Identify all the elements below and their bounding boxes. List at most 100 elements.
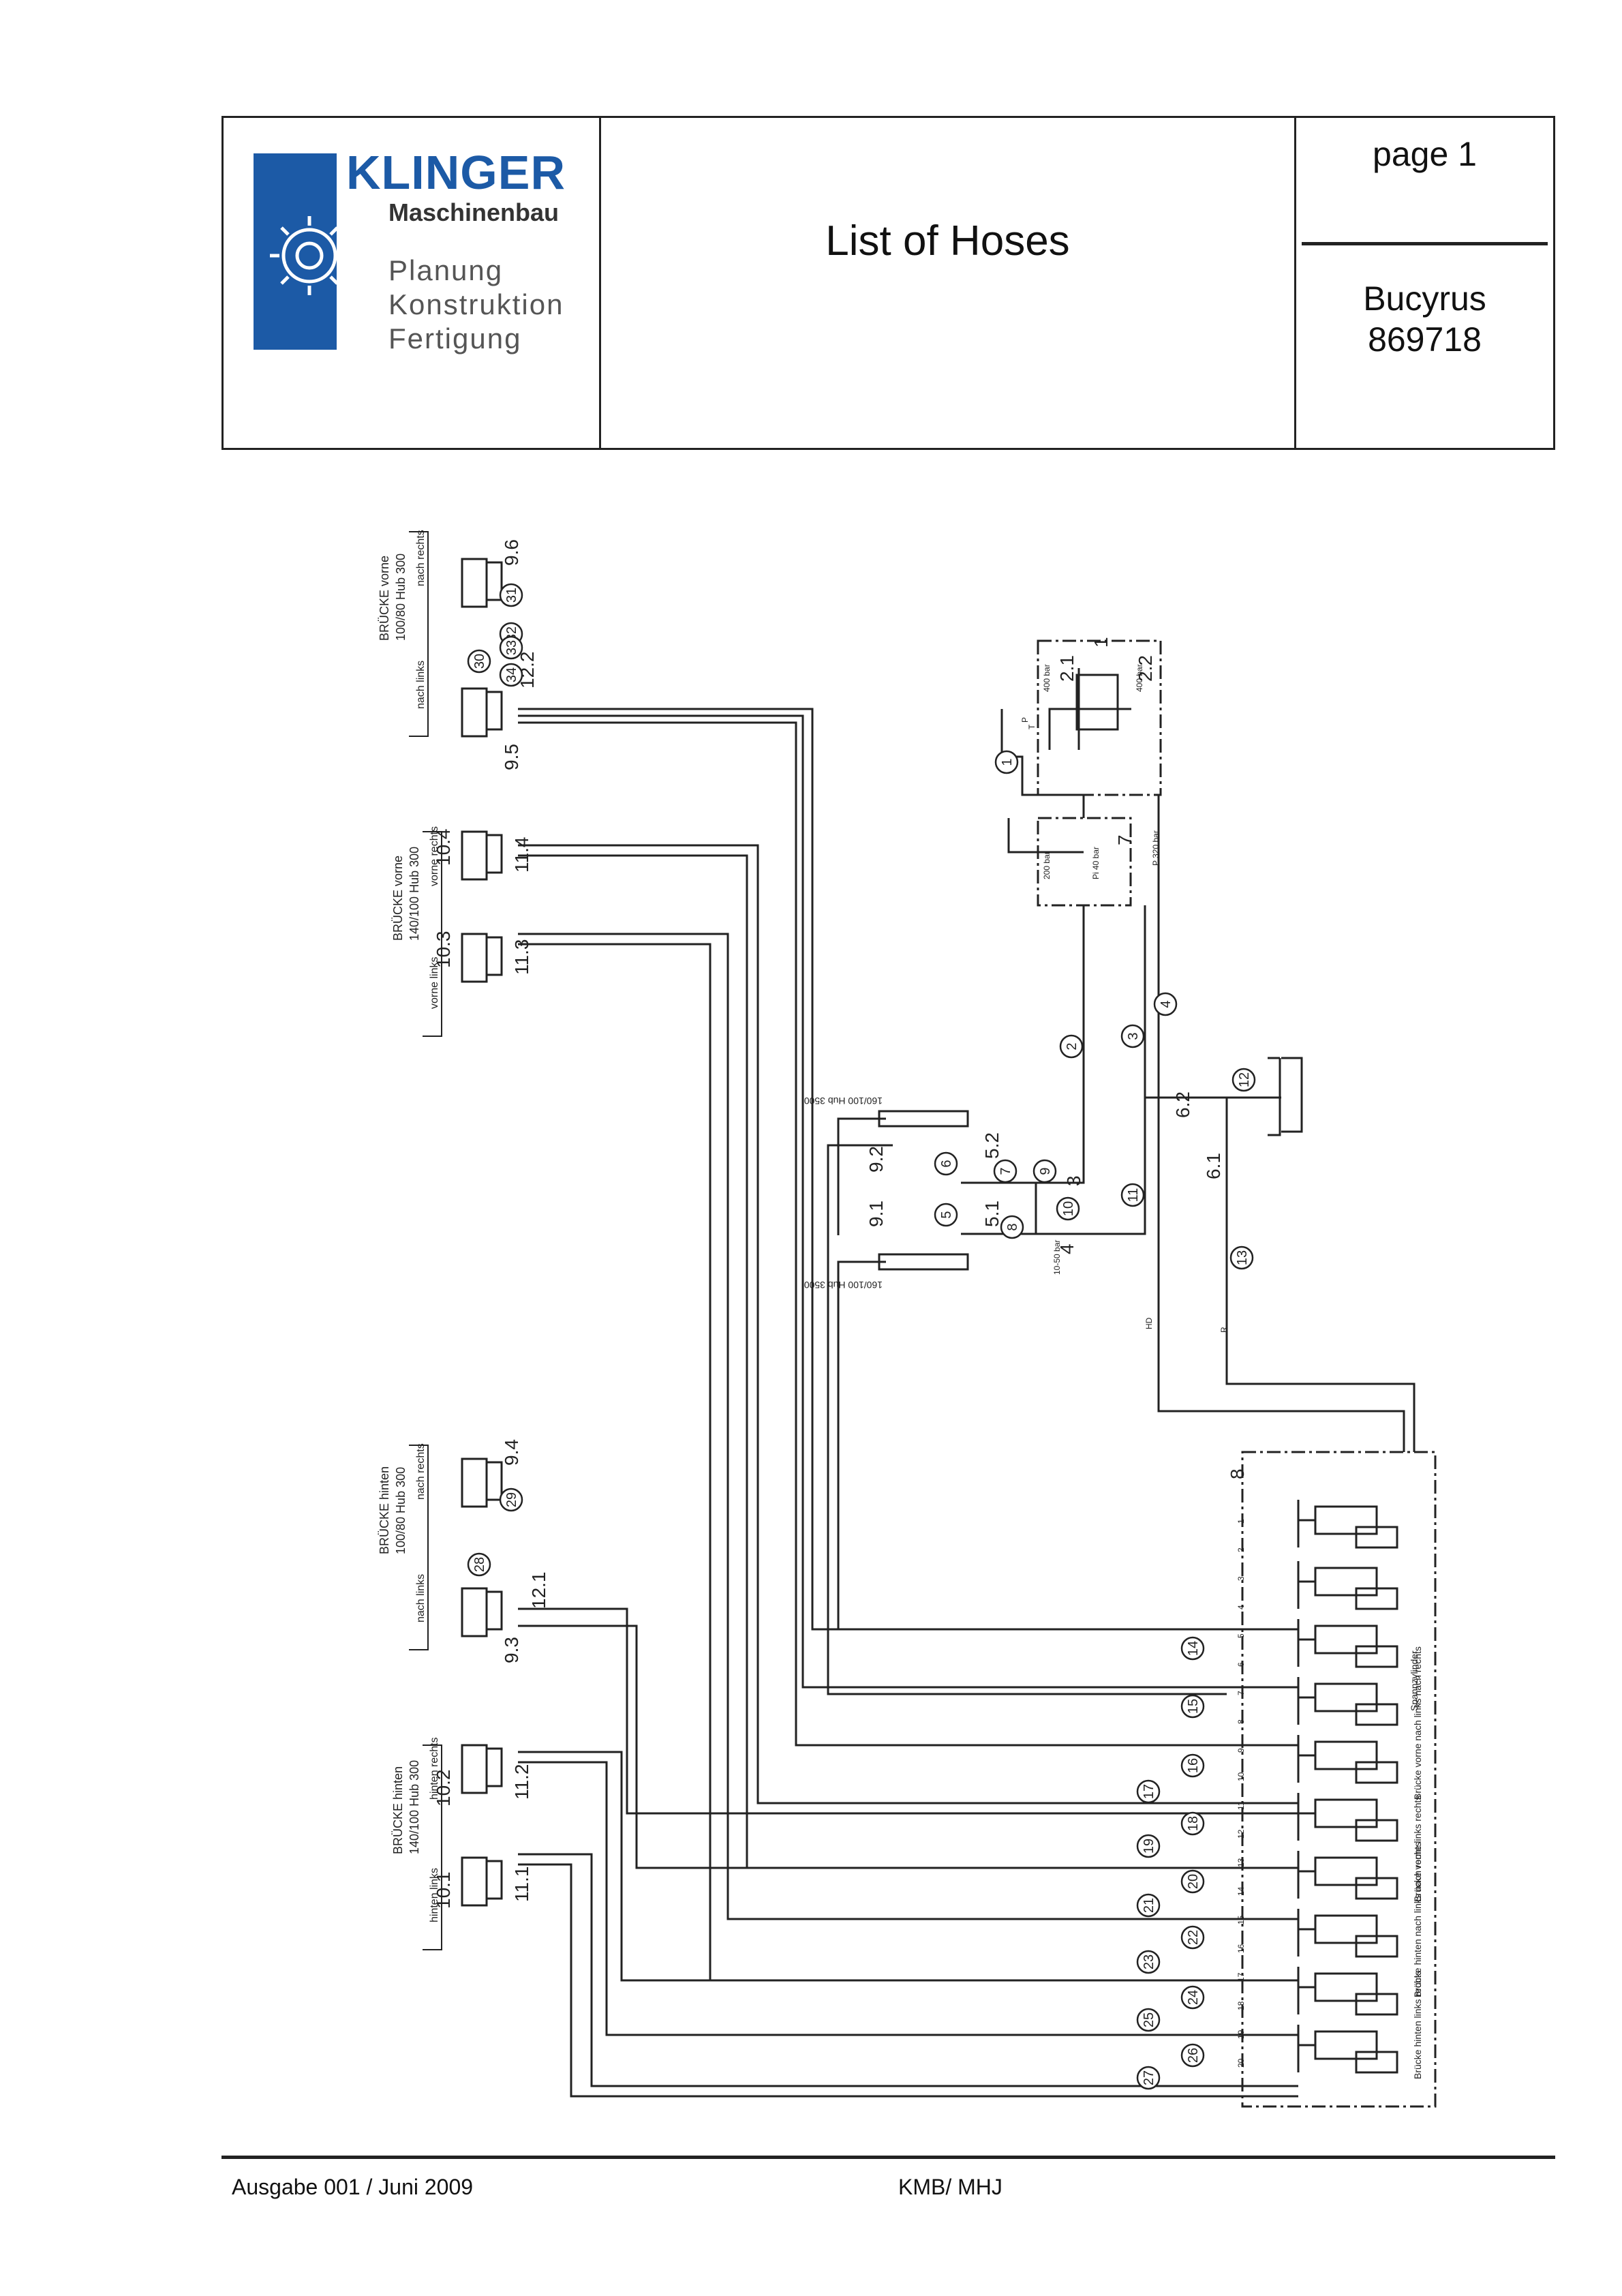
hose-line: [518, 708, 1298, 1631]
valve-cartridge: [1355, 1761, 1398, 1784]
info-cell: page 1 Bucyrus 869718: [1296, 118, 1553, 448]
hose-line: [518, 714, 1298, 1689]
hose-number: 28: [472, 1557, 487, 1572]
hose-number-circle: [1120, 1024, 1145, 1048]
valve-cartridge: [1355, 1935, 1398, 1958]
hose-number: 13: [1235, 1250, 1250, 1265]
cylinder-spec-label: 160/100 Hub 3500: [804, 1280, 883, 1290]
cylinder-symbol: [461, 830, 488, 881]
hose-number-circle: [1180, 1753, 1205, 1778]
hose-number: 5: [939, 1211, 954, 1218]
component-label: 2.2: [1135, 655, 1156, 682]
hose-number: 20: [1186, 1874, 1201, 1889]
hose-number-circle: [1229, 1245, 1254, 1270]
valve-cartridge: [1355, 1526, 1398, 1549]
valve-bank-label: Spannzylinder: [1409, 1650, 1420, 1711]
hose-number-circle: [467, 649, 491, 674]
hose-number: 3: [1126, 1032, 1141, 1040]
hose-line: [518, 1863, 1298, 2098]
component-label: 6.1: [1203, 1153, 1224, 1179]
hose-number: 30: [472, 654, 487, 669]
cylinder-symbol: [461, 1744, 488, 1794]
line-label: P: [1020, 717, 1030, 723]
group-side-left: nach links: [415, 661, 427, 709]
component-label: 10.4: [433, 829, 454, 866]
footer-rule: [221, 2156, 1555, 2159]
cylinder-symbol: [461, 1856, 488, 1907]
hose-line: [518, 1761, 1298, 2036]
cylinder-symbol: [461, 1457, 488, 1508]
cylinder-symbol: [461, 687, 488, 738]
hose-number: 6: [939, 1160, 954, 1167]
gear-logo-icon: [254, 153, 342, 350]
hose-number-circle: [1231, 1068, 1256, 1092]
valve-cartridge: [1314, 1567, 1378, 1597]
hose-number: 22: [1186, 1930, 1201, 1945]
valve-cartridge: [1355, 1645, 1398, 1668]
port-number: 17: [1236, 1972, 1246, 1982]
hose-number-circle: [1136, 1834, 1161, 1858]
group-title: BRÜCKE vorne: [378, 556, 391, 641]
hose-number-circle: [1180, 1925, 1205, 1950]
component-label: 9.4: [501, 1439, 522, 1466]
hose-line: [518, 1607, 1298, 1815]
tagline-2: Konstruktion: [388, 288, 564, 320]
valve-block: [485, 1860, 503, 1900]
port-number: 14: [1236, 1886, 1246, 1896]
line-label: HD: [1144, 1317, 1154, 1329]
hose-number: 24: [1186, 1990, 1201, 2005]
hose-number: 26: [1186, 2048, 1201, 2063]
author-initials: KMB/ MHJ: [898, 2175, 1003, 2199]
port-number: 4: [1236, 1605, 1246, 1610]
hose-number-circle: [499, 583, 523, 607]
hose-number-circle: [1056, 1196, 1080, 1221]
hose-number: 25: [1142, 2012, 1157, 2027]
hose-number-circle: [1032, 1159, 1057, 1183]
hose-number-circle: [1136, 2066, 1161, 2090]
hose-number: 31: [504, 588, 519, 603]
group-title: BRÜCKE hinten: [391, 1766, 405, 1854]
hose-line: [518, 844, 1298, 1804]
hose-number-circle: [499, 1487, 523, 1512]
customer-name: Bucyrus: [1363, 280, 1486, 318]
component-label: 2.1: [1056, 655, 1077, 682]
title-block: KLINGER Maschinenbau Planung Konstruktio…: [221, 116, 1555, 450]
hose-number: 29: [504, 1492, 519, 1507]
hose-number: 10: [1061, 1201, 1076, 1216]
valve-cartridge: [1355, 1703, 1398, 1726]
hose-number-circle: [1153, 992, 1178, 1016]
company-name: KLINGER: [346, 146, 566, 199]
component-label: 11.4: [511, 837, 532, 873]
pressure-label: 10-50 bar: [1052, 1240, 1062, 1275]
component-label: 9.3: [501, 1637, 522, 1663]
hose-number: 9: [1038, 1167, 1053, 1175]
hose-number: 12: [1237, 1072, 1252, 1087]
port-number: 9: [1236, 1748, 1246, 1753]
port-number: 16: [1236, 1944, 1246, 1953]
port-number: 11: [1236, 1801, 1246, 1810]
group-spec: 140/100 Hub 300: [408, 1760, 421, 1854]
valve-cartridge: [1355, 1993, 1398, 2016]
cylinder-symbol: [461, 558, 488, 608]
group-side-right: nach rechts: [415, 1443, 427, 1500]
hose-number-circle: [934, 1151, 958, 1176]
valve-bank-label: Brücke hinten links rechts: [1412, 1970, 1423, 2079]
component-label: 11.3: [511, 939, 532, 975]
valve-cartridge: [1314, 2030, 1378, 2060]
component-label: 10.2: [433, 1770, 454, 1807]
valve-cartridge: [1314, 1798, 1378, 1828]
component-label: 9.6: [501, 539, 522, 566]
group-title: BRÜCKE vorne: [391, 856, 405, 941]
hose-number: 4: [1159, 1000, 1174, 1008]
pressure-label: P 320 bar: [1151, 830, 1161, 866]
component-label: 11.2: [511, 1764, 532, 1800]
hose-number-circle: [1180, 1636, 1205, 1661]
hose-number-circle: [1059, 1034, 1084, 1059]
hose-number-circle: [1180, 2043, 1205, 2068]
valve-block: [485, 561, 503, 601]
hose-number-circle: [1136, 1950, 1161, 1974]
hose-number: 23: [1142, 1954, 1157, 1969]
port-number: 10: [1236, 1772, 1246, 1781]
cylinder-symbol: [461, 933, 488, 983]
port-number: 5: [1236, 1633, 1246, 1638]
